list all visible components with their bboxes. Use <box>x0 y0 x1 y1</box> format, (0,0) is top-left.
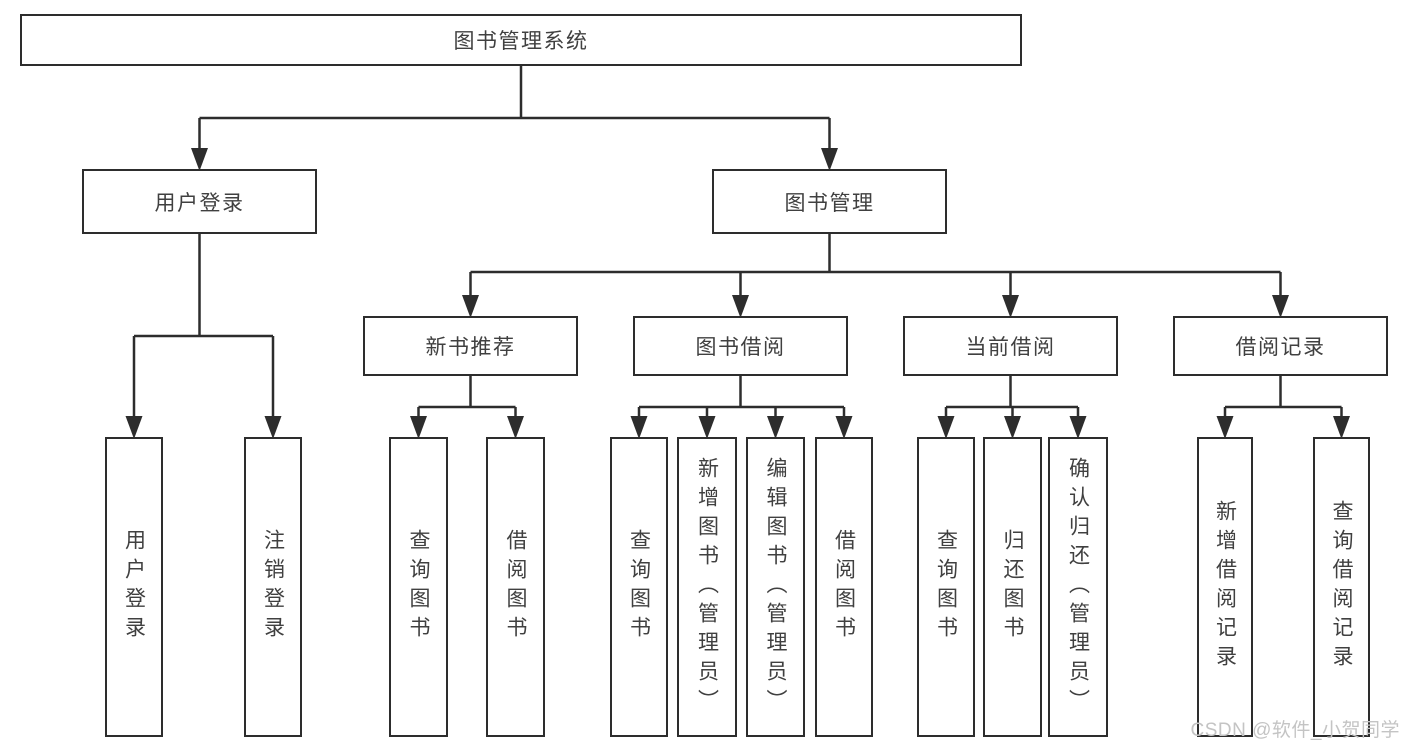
node-leaf-cb-return: 归还图书 <box>983 437 1042 737</box>
node-leaf-cb-query: 查询图书 <box>917 437 975 737</box>
arrow-head-icon <box>1333 416 1350 439</box>
arrow-head-icon <box>1272 295 1289 318</box>
node-leaf-br-query: 查询借阅记录 <box>1313 437 1370 737</box>
watermark: CSDN @软件_小贺同学 <box>1190 720 1400 741</box>
node-leaf-user-login: 用户登录 <box>105 437 163 737</box>
node-leaf-bb-add: 新增图书（管理员） <box>677 437 737 737</box>
arrow-head-icon <box>125 416 143 439</box>
node-new-book-rec: 新书推荐 <box>363 316 578 376</box>
node-leaf-bb-borrow: 借阅图书 <box>815 437 873 737</box>
arrow-head-icon <box>410 416 427 439</box>
arrow-head-icon <box>821 148 838 171</box>
node-book-mgmt: 图书管理 <box>712 169 947 234</box>
arrow-head-icon <box>507 416 524 439</box>
arrow-head-icon <box>191 148 208 171</box>
arrow-head-icon <box>630 416 648 439</box>
node-user-login: 用户登录 <box>82 169 317 234</box>
node-leaf-cb-confirm: 确认归还（管理员） <box>1048 437 1108 737</box>
node-leaf-nb-query: 查询图书 <box>389 437 448 737</box>
node-leaf-bb-edit: 编辑图书（管理员） <box>746 437 805 737</box>
node-leaf-logout: 注销登录 <box>244 437 302 737</box>
arrow-head-icon <box>1069 416 1087 439</box>
node-current-borrow: 当前借阅 <box>903 316 1118 376</box>
node-leaf-nb-borrow: 借阅图书 <box>486 437 545 737</box>
node-borrow-record: 借阅记录 <box>1173 316 1388 376</box>
node-root: 图书管理系统 <box>20 14 1022 66</box>
arrow-head-icon <box>767 416 784 439</box>
node-book-borrow: 图书借阅 <box>633 316 848 376</box>
arrow-head-icon <box>462 295 479 318</box>
arrow-head-icon <box>937 416 955 439</box>
arrow-head-icon <box>698 416 716 439</box>
arrow-head-icon <box>264 416 282 439</box>
arrow-head-icon <box>732 295 749 318</box>
arrow-head-icon <box>1216 416 1234 439</box>
arrow-head-icon <box>835 416 853 439</box>
arrow-head-icon <box>1002 295 1019 318</box>
node-leaf-br-add: 新增借阅记录 <box>1197 437 1253 737</box>
arrow-head-icon <box>1004 416 1021 439</box>
node-leaf-bb-query: 查询图书 <box>610 437 668 737</box>
